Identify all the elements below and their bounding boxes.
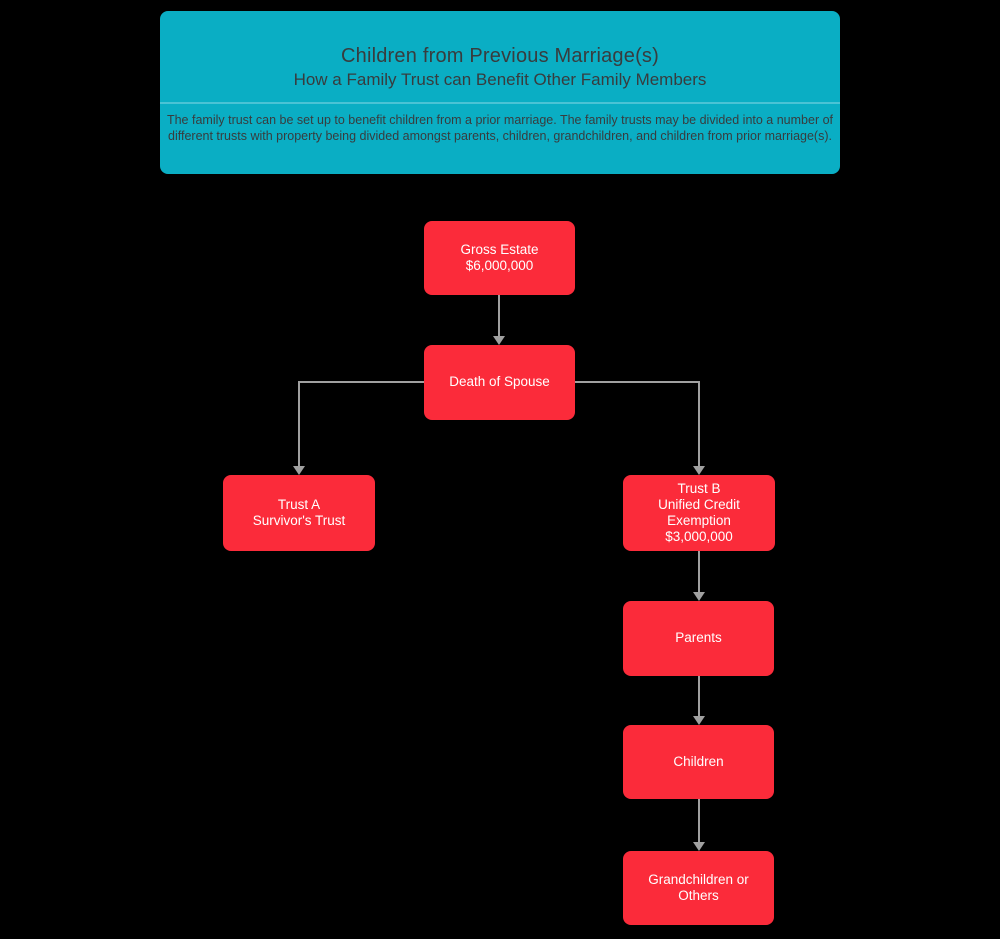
page-subtitle: How a Family Trust can Benefit Other Fam… — [293, 70, 707, 89]
node-trust-a: Trust A Survivor's Trust — [223, 475, 375, 551]
node-trust-b-label: Trust B Unified Credit Exemption $3,000,… — [658, 481, 740, 544]
arrowhead-down-icon — [693, 466, 705, 475]
connector-death-of-spouse-to-trust-a-vertical — [298, 381, 300, 467]
arrowhead-down-icon — [493, 336, 505, 345]
node-children-label: Children — [673, 753, 724, 769]
connector-gross-estate-to-death-of-spouse — [498, 295, 500, 337]
connector-death-of-spouse-to-trust-a-horizontal — [299, 381, 424, 383]
header-divider — [160, 102, 840, 104]
node-trust-a-label: Trust A Survivor's Trust — [252, 496, 346, 529]
node-gross-estate: Gross Estate $6,000,000 — [424, 221, 575, 295]
header-description: The family trust can be set up to benefi… — [166, 113, 834, 143]
node-children: Children — [623, 725, 774, 799]
header-banner: Children from Previous Marriage(s) How a… — [160, 11, 840, 174]
node-gross-estate-label: Gross Estate $6,000,000 — [460, 241, 539, 274]
connector-death-of-spouse-to-trust-b-vertical — [698, 381, 700, 467]
arrowhead-down-icon — [693, 592, 705, 601]
node-parents-label: Parents — [675, 630, 722, 646]
node-trust-b: Trust B Unified Credit Exemption $3,000,… — [623, 475, 775, 551]
connector-parents-to-children — [698, 676, 700, 717]
connector-children-to-grandchildren — [698, 799, 700, 843]
connector-trust-b-to-parents — [698, 551, 700, 593]
arrowhead-down-icon — [293, 466, 305, 475]
page-title: Children from Previous Marriage(s) — [340, 45, 659, 67]
arrowhead-down-icon — [693, 842, 705, 851]
node-grandchildren-or-others: Grandchildren or Others — [623, 851, 774, 925]
node-parents: Parents — [623, 601, 774, 676]
node-death-of-spouse-label: Death of Spouse — [449, 374, 550, 390]
node-death-of-spouse: Death of Spouse — [424, 345, 575, 420]
connector-death-of-spouse-to-trust-b-horizontal — [575, 381, 700, 383]
arrowhead-down-icon — [693, 716, 705, 725]
node-grandchildren-or-others-label: Grandchildren or Others — [648, 871, 749, 904]
